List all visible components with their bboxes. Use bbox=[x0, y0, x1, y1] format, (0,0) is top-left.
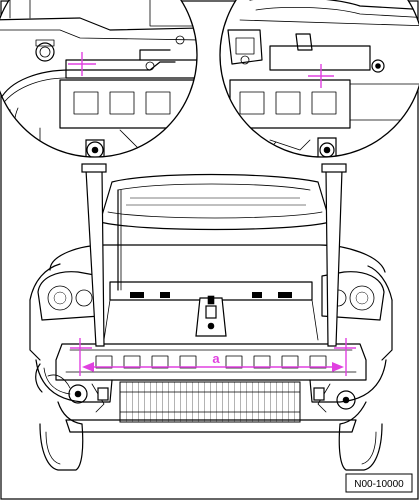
radiator-grille bbox=[119, 381, 301, 423]
figure-code-box: N00-10000 bbox=[345, 473, 413, 493]
tyre-right bbox=[338, 423, 383, 471]
detail-view-left bbox=[0, 0, 198, 158]
bumper-carrier bbox=[55, 343, 367, 381]
figure-code: N00-10000 bbox=[354, 479, 404, 490]
bonnet-lock bbox=[195, 295, 227, 337]
right-lower-components bbox=[309, 359, 387, 425]
mount-mark-right bbox=[308, 64, 334, 88]
dimension-a: a bbox=[70, 338, 356, 376]
detail-view-right bbox=[219, 0, 419, 158]
bolt-left bbox=[35, 39, 55, 62]
left-lower-components bbox=[35, 359, 113, 425]
headlight-left bbox=[37, 271, 101, 321]
tyre-left bbox=[39, 423, 84, 471]
car-front-view bbox=[29, 173, 393, 471]
support-tool-right-leg bbox=[321, 163, 347, 347]
mount-mark-left bbox=[68, 52, 96, 76]
dimension-label: a bbox=[212, 351, 220, 366]
support-tool-left-leg bbox=[81, 163, 107, 347]
